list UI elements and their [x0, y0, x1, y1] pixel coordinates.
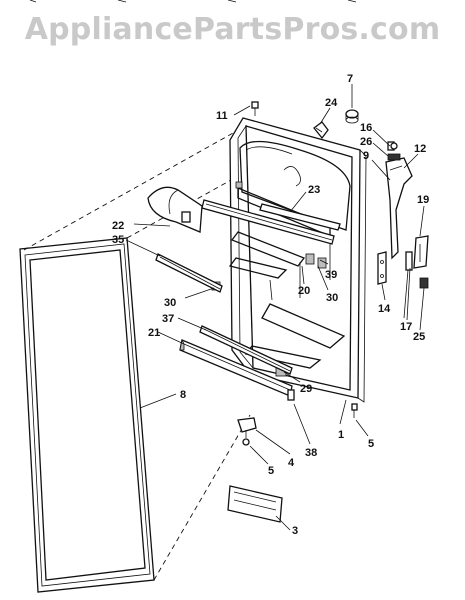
callout-labels: 7 24 11 16 26 12 9 23 22 35 19 39 20 30 …	[112, 73, 429, 537]
small-hardware-right	[403, 235, 429, 319]
callout-25: 25	[413, 331, 425, 343]
callout-38: 38	[305, 447, 317, 459]
shelf-bar-35	[155, 253, 223, 293]
callout-4: 4	[288, 457, 295, 469]
callout-1: 1	[338, 429, 344, 441]
callout-20: 20	[298, 285, 310, 297]
callout-29: 29	[300, 383, 312, 395]
callout-14: 14	[378, 303, 391, 315]
callout-17: 17	[400, 321, 412, 333]
callout-11: 11	[216, 110, 228, 122]
cropped-top-marks	[29, 0, 357, 3]
callout-30-left: 30	[164, 297, 176, 309]
cap-7	[345, 109, 359, 124]
callout-5-lower: 5	[268, 465, 274, 477]
screw-5-right	[351, 403, 358, 418]
callout-22: 22	[112, 220, 124, 232]
callout-9: 9	[363, 150, 369, 162]
watermark: AppliancePartsPros.com	[24, 12, 441, 47]
plate-3	[227, 485, 283, 523]
callout-12: 12	[414, 143, 426, 155]
leader-lines	[125, 84, 425, 531]
door-liner	[211, 117, 367, 403]
callout-24: 24	[325, 97, 338, 109]
callout-30-right: 30	[326, 292, 338, 304]
hinge-handle-assembly	[385, 141, 413, 260]
shelf-21	[179, 338, 295, 401]
callout-39: 39	[325, 269, 337, 281]
callout-5-right: 5	[368, 438, 374, 450]
hinge-bracket	[377, 251, 387, 285]
part-24	[313, 121, 329, 140]
callout-3: 3	[292, 525, 298, 537]
callout-37: 37	[162, 313, 174, 325]
callout-35: 35	[112, 234, 124, 246]
callout-26: 26	[360, 136, 372, 148]
screw-11	[251, 101, 259, 116]
callout-16: 16	[360, 122, 372, 134]
shelf-bar-upper	[201, 199, 341, 245]
lower-hinge-4	[237, 417, 257, 446]
shelf-bar-37	[199, 325, 293, 375]
callout-7: 7	[347, 73, 353, 85]
callout-8: 8	[180, 389, 186, 401]
callout-21: 21	[148, 327, 160, 339]
callout-23: 23	[308, 184, 320, 196]
butter-door	[147, 186, 203, 233]
door-gasket	[19, 237, 155, 593]
callout-19: 19	[417, 194, 429, 206]
